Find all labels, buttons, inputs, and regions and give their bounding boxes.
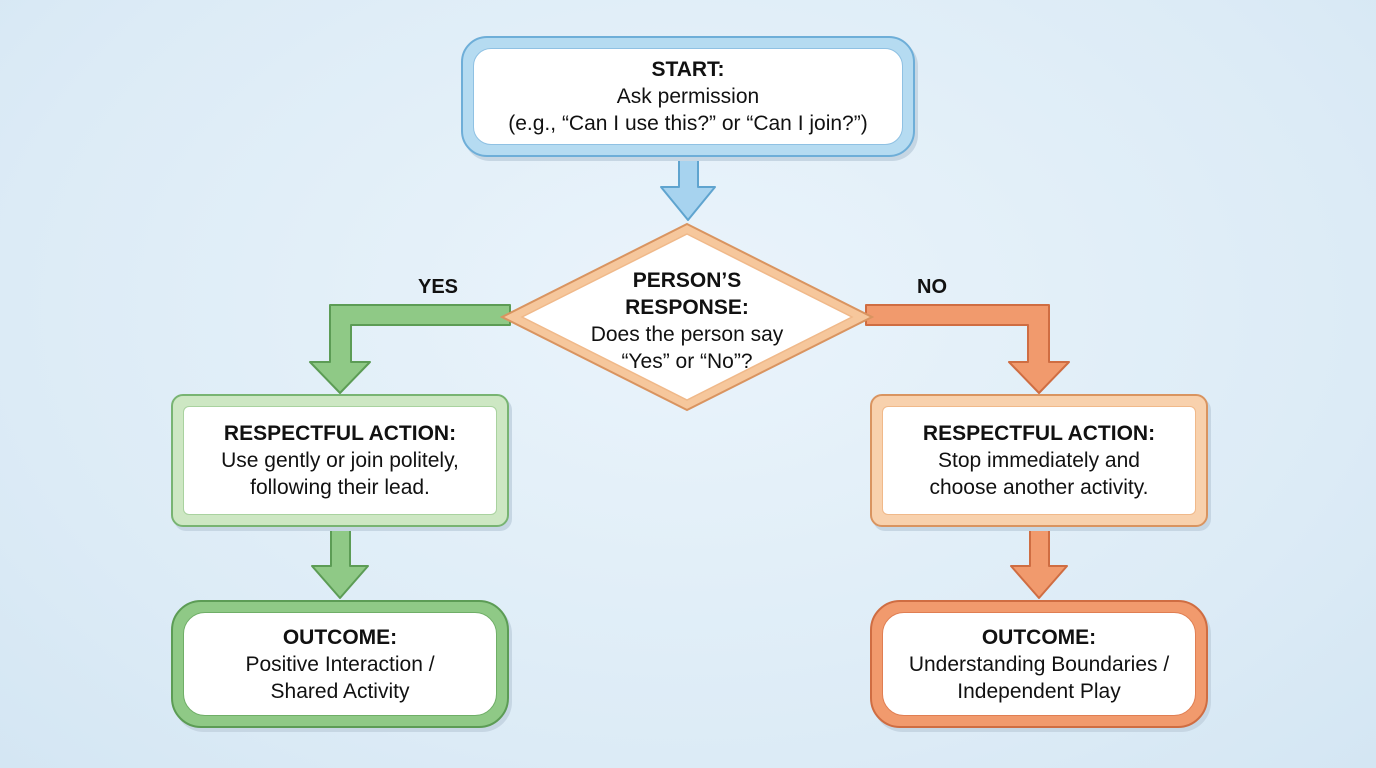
decision-node: PERSON’S RESPONSE: Does the person say “… <box>500 222 874 412</box>
start-title: START: <box>651 58 725 81</box>
yes-action-node: RESPECTFUL ACTION: Use gently or join po… <box>171 394 509 527</box>
no-branch-label: NO <box>917 276 947 298</box>
decision-line-1: Does the person say <box>590 323 784 346</box>
decision-line-2: “Yes” or “No”? <box>621 350 753 373</box>
yes-action-line-1: Use gently or join politely, <box>221 449 459 472</box>
no-action-line-1: Stop immediately and <box>938 449 1140 472</box>
no-action-line-2: choose another activity. <box>929 476 1149 499</box>
arrow-decision-to-no-action <box>865 304 1070 394</box>
no-outcome-line-1: Understanding Boundaries / <box>908 652 1170 676</box>
decision-title-line-1: PERSON’S <box>632 269 742 292</box>
yes-action-line-2: following their lead. <box>250 476 430 499</box>
arrow-no-action-to-outcome <box>1010 527 1068 599</box>
no-outcome-content: OUTCOME: Understanding Boundaries / Inde… <box>882 612 1196 716</box>
arrow-decision-to-yes-action <box>309 304 511 394</box>
yes-action-content: RESPECTFUL ACTION: Use gently or join po… <box>183 406 497 515</box>
start-node-content: START: Ask permission (e.g., “Can I use … <box>473 48 903 145</box>
decision-title-line-2: RESPONSE: <box>625 296 749 319</box>
decision-diamond-shape <box>500 222 874 412</box>
yes-action-title: RESPECTFUL ACTION: <box>223 422 457 445</box>
yes-outcome-title: OUTCOME: <box>282 625 398 649</box>
no-outcome-node: OUTCOME: Understanding Boundaries / Inde… <box>870 600 1208 728</box>
arrow-yes-action-to-outcome <box>311 527 369 599</box>
start-node: START: Ask permission (e.g., “Can I use … <box>461 36 915 157</box>
arrow-start-to-decision <box>660 157 716 221</box>
no-action-content: RESPECTFUL ACTION: Stop immediately and … <box>882 406 1196 515</box>
yes-outcome-line-1: Positive Interaction / <box>245 652 435 676</box>
yes-outcome-content: OUTCOME: Positive Interaction / Shared A… <box>183 612 497 716</box>
start-line-1: Ask permission <box>616 85 760 108</box>
yes-outcome-line-2: Shared Activity <box>270 679 410 703</box>
yes-outcome-node: OUTCOME: Positive Interaction / Shared A… <box>171 600 509 728</box>
no-outcome-title: OUTCOME: <box>981 625 1097 649</box>
decision-content: PERSON’S RESPONSE: Does the person say “… <box>570 260 804 382</box>
no-outcome-line-2: Independent Play <box>957 679 1121 703</box>
no-action-title: RESPECTFUL ACTION: <box>922 422 1156 445</box>
start-line-2: (e.g., “Can I use this?” or “Can I join?… <box>508 112 868 135</box>
yes-branch-label: YES <box>418 276 459 298</box>
no-action-node: RESPECTFUL ACTION: Stop immediately and … <box>870 394 1208 527</box>
